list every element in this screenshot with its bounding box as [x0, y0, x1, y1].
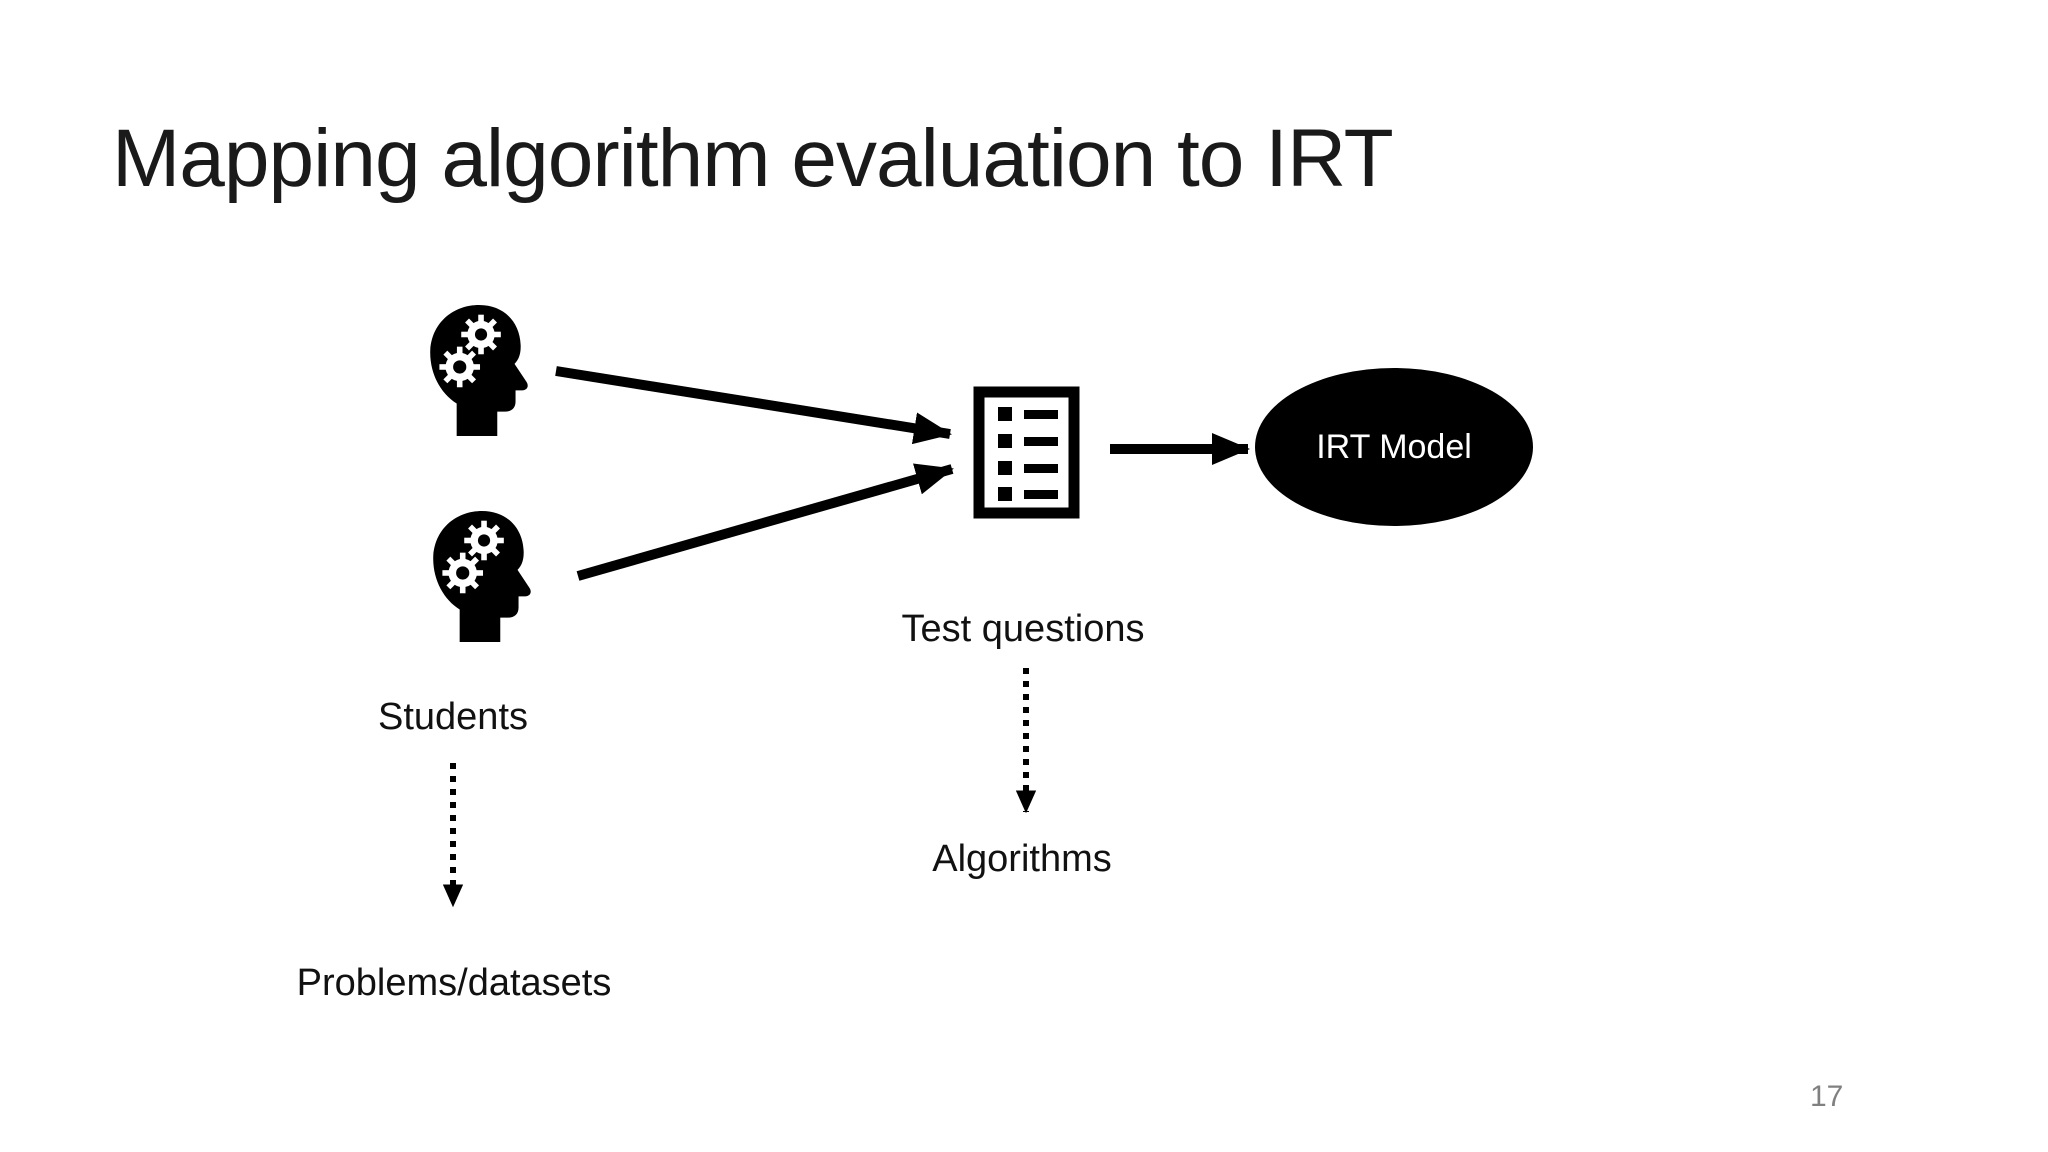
- head-with-gears-icon: [430, 305, 528, 436]
- students-label: Students: [378, 696, 528, 738]
- arrow-student-top-to-test-questions: [555, 366, 952, 445]
- irt-model-label: IRT Model: [1316, 427, 1472, 466]
- algorithms-label: Algorithms: [932, 838, 1112, 880]
- slide-title: Mapping algorithm evaluation to IRT: [112, 113, 1394, 204]
- arrow-student-bottom-to-test-questions: [576, 463, 954, 581]
- test-questions-label: Test questions: [901, 608, 1145, 650]
- problems-datasets-label: Problems/datasets: [296, 962, 612, 1004]
- irt-model-node: IRT Model: [1255, 368, 1533, 526]
- checklist-document-icon: [973, 386, 1080, 519]
- slide-page-number: 17: [1810, 1080, 1844, 1113]
- head-with-gears-icon: [433, 511, 531, 642]
